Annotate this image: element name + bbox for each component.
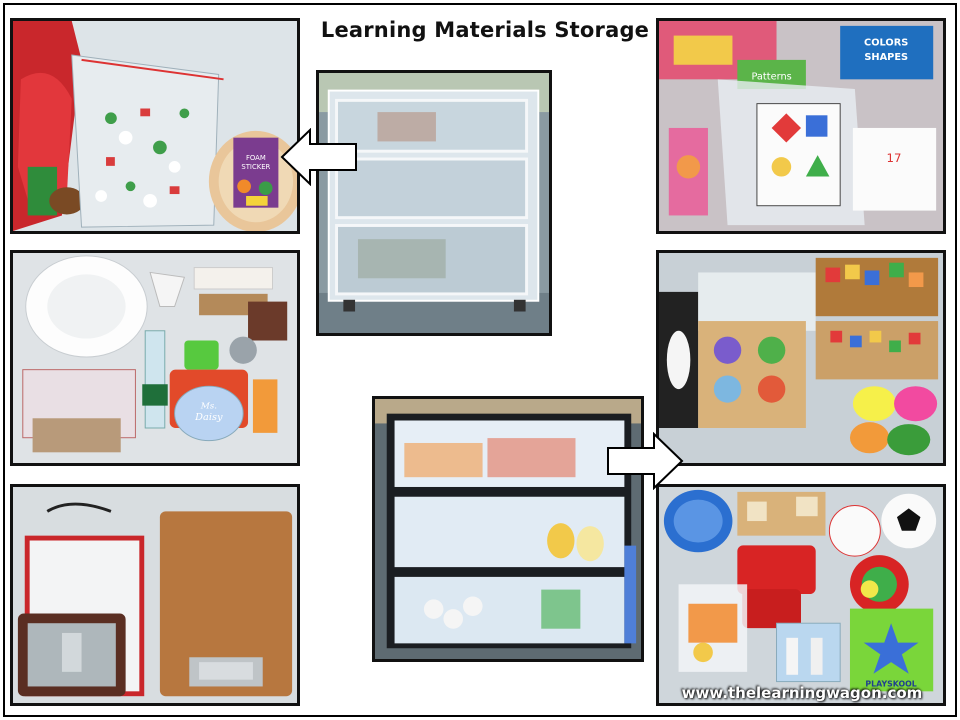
page-border [3,3,957,717]
photo-kitchen-items: Ms. Daisy [10,250,300,466]
photo-three-drawer-cart [316,70,552,336]
photo-balls-and-sorter: PLAYSKOOL [656,484,946,706]
photo-craft-supplies: FOAM STICKER [10,18,300,234]
number-card-label: 17 [887,151,902,165]
photo-toy-drawer-cart [372,396,644,662]
page-title: Learning Materials Storage [320,18,650,42]
colors-shapes-label-1: COLORS [864,37,908,48]
foam-sticker-label-1: FOAM [246,154,266,162]
playskool-label: PLAYSKOOL [865,679,916,688]
cup-name-label-1: Ms. [200,402,218,412]
cup-name-label-2: Daisy [194,412,223,423]
photo-whiteboards-clipboard [10,484,300,706]
site-watermark: www.thelearningwagon.com [681,684,923,702]
arrow-left-icon [280,128,360,186]
colors-shapes-label-2: SHAPES [864,52,908,63]
foam-sticker-label-2: STICKER [241,163,270,171]
photo-puzzles-and-playdough [656,250,946,466]
patterns-label: Patterns [751,71,791,82]
photo-shape-cards: COLORS SHAPES Patterns 17 [656,18,946,234]
arrow-right-icon [604,432,684,490]
